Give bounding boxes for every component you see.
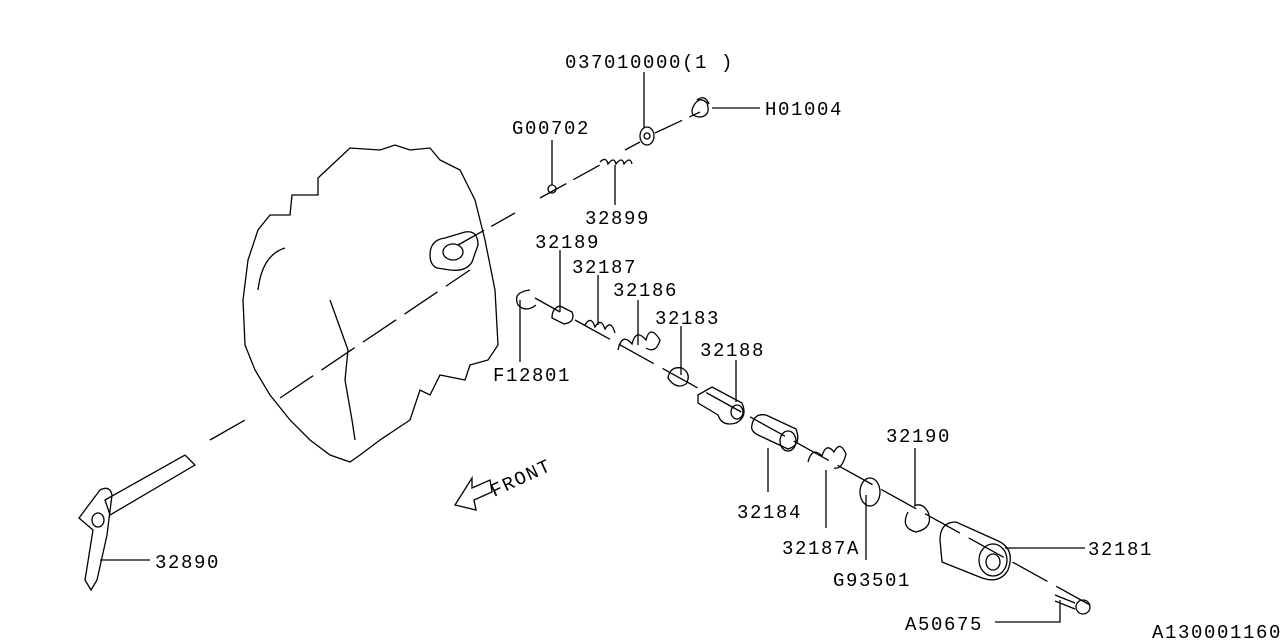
plug-H01004 bbox=[691, 97, 710, 118]
part-32183 bbox=[667, 367, 689, 387]
label-H01004: H01004 bbox=[765, 99, 843, 121]
spring-32899 bbox=[599, 158, 633, 166]
label-32187: 32187 bbox=[572, 257, 637, 279]
label-32188: 32188 bbox=[700, 340, 765, 362]
label-G00702: G00702 bbox=[512, 118, 590, 140]
label-32184: 32184 bbox=[737, 502, 802, 524]
snap-ring-32190 bbox=[904, 504, 931, 533]
label-32190: 32190 bbox=[886, 426, 951, 448]
part-32189 bbox=[551, 305, 574, 325]
label-32899: 32899 bbox=[585, 208, 650, 230]
label-037010000: 037010000(1 ) bbox=[565, 52, 734, 74]
label-32186: 32186 bbox=[613, 280, 678, 302]
washer-037010000 bbox=[639, 126, 655, 146]
spring-32186 bbox=[617, 331, 661, 351]
gasket-plate bbox=[429, 231, 479, 271]
label-A50675: A50675 bbox=[905, 614, 983, 636]
label-G93501: G93501 bbox=[833, 570, 911, 592]
front-label: FRONT bbox=[487, 455, 555, 502]
spring-32187A bbox=[807, 445, 847, 469]
front-arrow-icon bbox=[453, 475, 493, 511]
leader-lines bbox=[100, 72, 1085, 623]
spring-32187 bbox=[584, 319, 616, 334]
sleeve-32184 bbox=[750, 414, 799, 450]
label-32189: 32189 bbox=[535, 232, 600, 254]
part-32188 bbox=[697, 386, 745, 425]
label-F12801: F12801 bbox=[493, 365, 571, 387]
bolt-A50675 bbox=[1054, 594, 1076, 610]
shaft-32890 bbox=[78, 454, 197, 592]
label-32181: 32181 bbox=[1088, 539, 1153, 561]
o-ring-G93501 bbox=[859, 477, 881, 507]
transmission-housing bbox=[242, 144, 499, 463]
cover-32181 bbox=[939, 521, 1011, 581]
diagram-id: A130001160 bbox=[1152, 622, 1280, 640]
label-32187A: 32187A bbox=[782, 538, 860, 560]
housing-inner-edge bbox=[257, 247, 356, 441]
label-32890: 32890 bbox=[155, 552, 220, 574]
lower-axis-line bbox=[209, 269, 1091, 606]
snap-ring-F12801 bbox=[515, 289, 537, 310]
label-32183: 32183 bbox=[655, 308, 720, 330]
gasket-hole bbox=[442, 243, 464, 261]
